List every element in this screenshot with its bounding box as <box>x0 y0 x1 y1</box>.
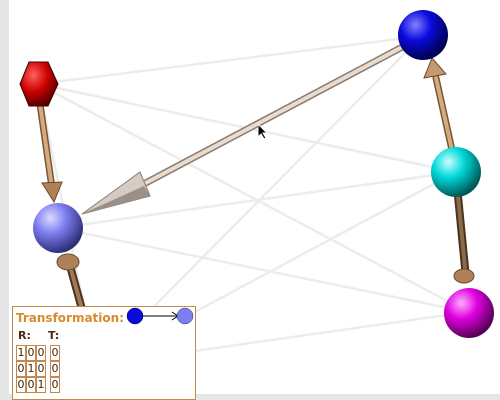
r-matrix-cell: 0 <box>36 345 46 361</box>
t-vector-cell: 0 <box>50 377 60 393</box>
edge-arrow-blue-to-periwinkle[interactable] <box>81 40 412 215</box>
t-vector-cell: 0 <box>50 345 60 361</box>
r-matrix-cell: 0 <box>16 361 26 377</box>
transformation-legend-icon <box>126 307 194 325</box>
r-matrix-cell: 1 <box>26 361 36 377</box>
node-blue-sphere[interactable] <box>398 10 448 60</box>
rotation-label: R: <box>18 329 31 342</box>
r-matrix-cell: 1 <box>36 377 46 393</box>
transformation-panel: Transformation: R: T: 1 0 0 0 1 0 0 0 1 … <box>12 306 196 400</box>
edge-arrow-cyan-to-blue[interactable] <box>423 57 456 154</box>
node-red-hexagon[interactable] <box>19 61 59 107</box>
mouse-cursor-icon <box>258 124 269 140</box>
t-vector-cell: 0 <box>50 361 60 377</box>
translation-label: T: <box>48 329 60 342</box>
bottom-frame <box>0 394 500 400</box>
r-matrix-cell: 0 <box>26 345 36 361</box>
r-matrix-cell: 0 <box>16 377 26 393</box>
transformation-title: Transformation: <box>16 311 124 325</box>
edge-arrow-magenta-to-cyan[interactable] <box>453 192 475 284</box>
node-cyan-sphere[interactable] <box>431 147 481 197</box>
r-matrix-cell: 1 <box>16 345 26 361</box>
r-matrix-cell: 0 <box>36 361 46 377</box>
node-periwinkle-sphere[interactable] <box>33 203 83 253</box>
node-magenta-sphere[interactable] <box>444 288 494 338</box>
edge-arrow-red-to-periwinkle[interactable] <box>36 100 63 204</box>
r-matrix-cell: 0 <box>26 377 36 393</box>
